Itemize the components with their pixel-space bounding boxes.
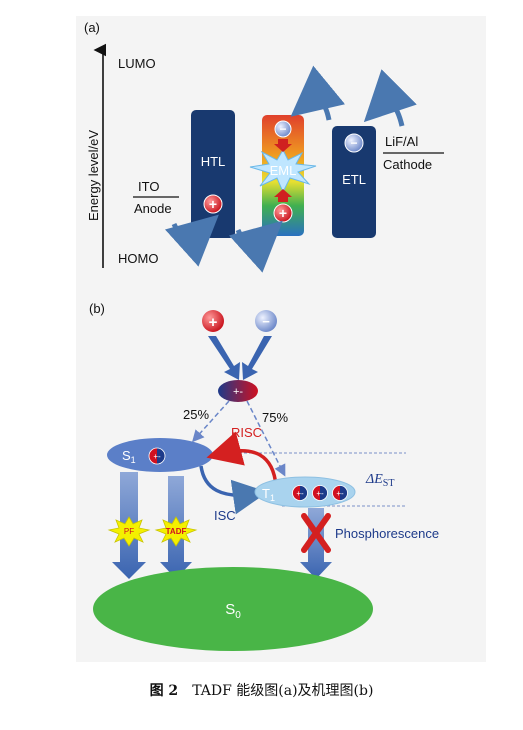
singlet-percent: 25%	[183, 407, 209, 422]
pf-label: PF	[124, 527, 134, 536]
t1-pair-icon-3	[332, 485, 348, 501]
electron-carrier-sign: −	[262, 314, 270, 329]
electron-minus-icon	[274, 120, 292, 138]
t1-pair-sign-3: +-	[336, 489, 344, 498]
caption-text: TADF 能级图(a)及机理图(b)	[192, 683, 374, 699]
electron-converge-arrow	[242, 336, 272, 380]
panel-a-label: (a)	[84, 20, 100, 35]
pf-burst-icon	[107, 516, 151, 547]
lumo-label: LUMO	[118, 56, 156, 71]
hole-plus-eml-icon	[273, 203, 293, 223]
s1-pair-icon	[148, 447, 166, 465]
electron-minus-etl-icon	[344, 133, 364, 153]
eml-label: EML	[270, 163, 297, 178]
tadf-burst-icon	[154, 516, 198, 547]
t1-pair-sign-1: +-	[296, 489, 304, 498]
singlet-path-arrow	[191, 400, 230, 443]
delta-est-label: ΔEST	[365, 472, 394, 489]
figure-panel: (a) Energy level/eV LUMO HOMO ITO Anode …	[76, 16, 486, 662]
hole-plus-icon	[203, 194, 223, 214]
hole-carrier-sign: +	[209, 314, 218, 331]
figure-svg: (a) Energy level/eV LUMO HOMO ITO Anode …	[84, 20, 444, 651]
htl-label: HTL	[201, 154, 226, 169]
isc-arrow	[199, 465, 268, 515]
caption-number: 图 2	[149, 683, 179, 699]
cathode-label: Cathode	[383, 157, 432, 172]
ito-label: ITO	[138, 179, 159, 194]
electron-carrier-icon	[255, 310, 277, 332]
hole-plus-eml-sign: +	[279, 205, 287, 221]
t1-pair-sign-2: +-	[316, 489, 324, 498]
up-arrow-icon	[274, 189, 292, 202]
electron-minus-etl-sign: −	[350, 136, 357, 150]
hole-converge-arrow	[208, 336, 240, 380]
s1-label: S1	[122, 448, 136, 465]
etl-layer	[332, 126, 376, 238]
s0-state	[93, 567, 373, 651]
risc-label: RISC	[231, 425, 262, 440]
s0-label: S0	[225, 601, 241, 621]
figure-caption: 图 2 TADF 能级图(a)及机理图(b)	[0, 680, 523, 700]
hole-injection-arrow-2	[228, 220, 283, 273]
homo-label: HOMO	[118, 251, 158, 266]
t1-label: T1	[262, 486, 275, 503]
blocked-x-icon	[301, 513, 331, 553]
electron-injection-arrow-2	[363, 69, 417, 127]
t1-pair-icon-1	[292, 485, 308, 501]
panel-b-label: (b)	[89, 301, 105, 316]
t1-pair-icon-2	[312, 485, 328, 501]
energy-axis-label: Energy level/eV	[86, 130, 101, 221]
hole-injection-arrow-1	[164, 214, 219, 267]
electron-minus-sign: −	[279, 122, 286, 136]
s1-pair-sign: +-	[153, 452, 161, 461]
isc-label: ISC	[214, 508, 236, 523]
anode-label: Anode	[134, 201, 172, 216]
phosphorescence-label: Phosphorescence	[335, 526, 439, 541]
electron-injection-arrow-1	[290, 65, 346, 121]
etl-label: ETL	[342, 172, 366, 187]
triplet-path-arrow	[246, 400, 286, 477]
down-arrow-icon	[274, 139, 292, 152]
htl-layer	[191, 110, 235, 238]
hole-plus-sign: +	[209, 196, 217, 212]
triplet-percent: 75%	[262, 410, 288, 425]
exciton-icon	[218, 380, 258, 402]
hole-carrier-icon	[202, 310, 224, 332]
risc-arrow	[206, 431, 278, 487]
lifal-label: LiF/Al	[385, 134, 418, 149]
exciton-sign: +-	[233, 386, 243, 398]
tadf-label: TADF	[166, 527, 187, 536]
